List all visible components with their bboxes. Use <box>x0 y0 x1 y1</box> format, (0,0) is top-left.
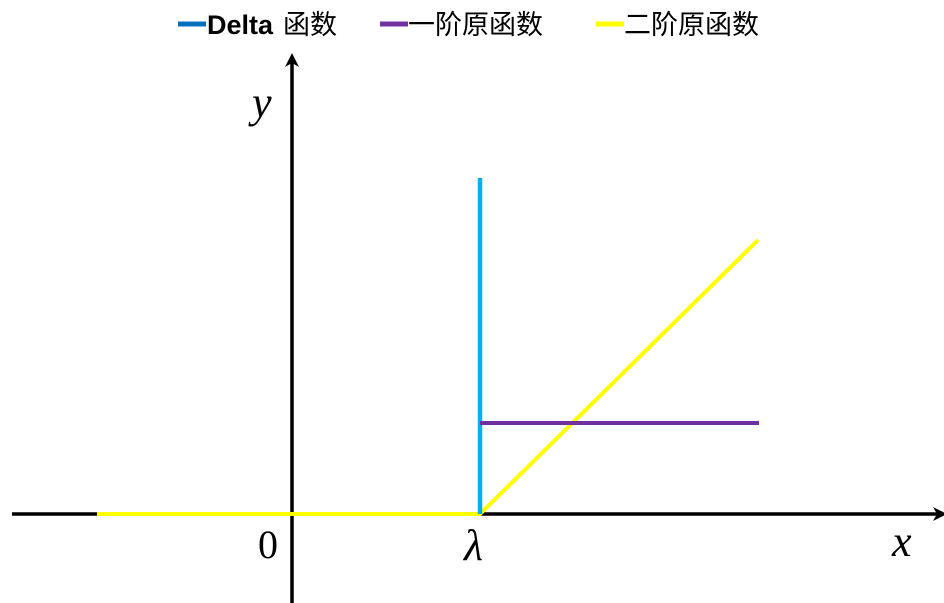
legend-label-second: 二阶原函数 <box>624 10 759 41</box>
legend-label-first: 一阶原函数 <box>408 10 543 41</box>
legend-label-delta-bold: Delta <box>207 10 274 40</box>
legend-label-delta: 函数 <box>283 10 337 41</box>
y-axis-label: y <box>248 78 272 127</box>
legend: Delta 函数 一阶原函数 二阶原函数 <box>178 10 759 41</box>
x-axis-label: x <box>891 517 912 566</box>
lambda-label: λ <box>462 521 483 570</box>
second-antiderivative-curve <box>97 238 760 516</box>
origin-label: 0 <box>258 522 278 567</box>
